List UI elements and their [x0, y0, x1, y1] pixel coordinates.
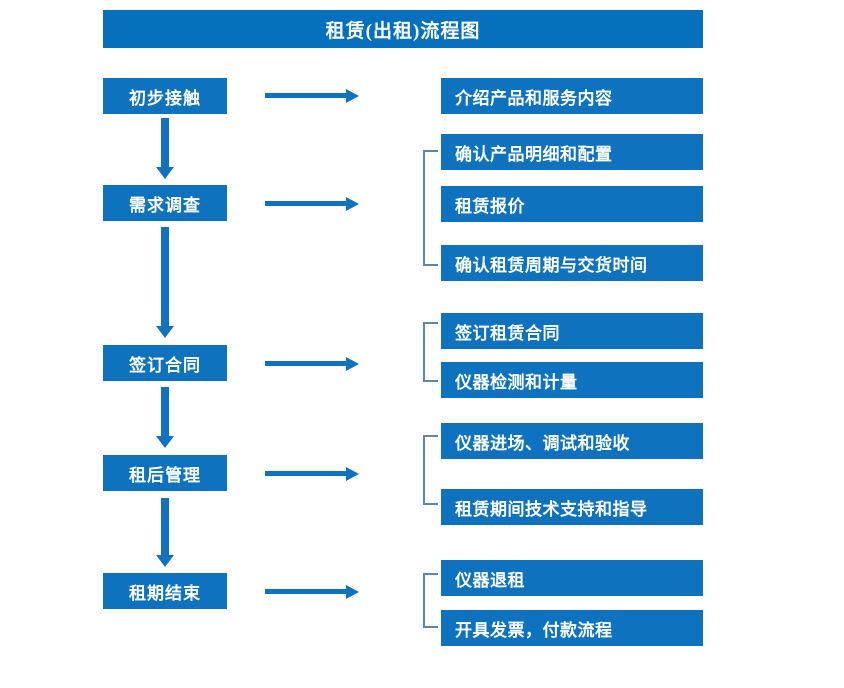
stage-box-3[interactable]: 签订合同	[103, 345, 227, 381]
detail-box-1[interactable]: 介绍产品和服务内容	[441, 78, 703, 114]
detail-box-9[interactable]: 仪器退租	[441, 560, 703, 596]
detail-box-4[interactable]: 确认租赁周期与交货时间	[441, 245, 703, 281]
detail-box-5[interactable]: 签订租赁合同	[441, 313, 703, 349]
stage-box-5[interactable]: 租期结束	[103, 573, 227, 609]
stage-connector-arrow-1-2	[161, 118, 169, 168]
detail-box-8[interactable]: 租赁期间技术支持和指导	[441, 489, 703, 525]
stage-box-2[interactable]: 需求调查	[103, 185, 227, 221]
stage-box-4[interactable]: 租后管理	[103, 455, 227, 491]
stage-connector-arrow-3-4	[161, 387, 169, 437]
detail-box-10[interactable]: 开具发票，付款流程	[441, 610, 703, 646]
stage-to-detail-arrow-4	[265, 471, 347, 476]
page-title: 租赁(出租)流程图	[103, 10, 703, 48]
detail-box-3[interactable]: 租赁报价	[441, 186, 703, 222]
detail-group-bracket-2	[423, 150, 438, 266]
detail-group-bracket-4	[423, 435, 438, 505]
stage-to-detail-arrow-1	[265, 93, 347, 98]
detail-box-7[interactable]: 仪器进场、调试和验收	[441, 423, 703, 459]
stage-to-detail-arrow-2	[265, 201, 347, 206]
stage-box-1[interactable]: 初步接触	[103, 78, 227, 114]
detail-box-6[interactable]: 仪器检测和计量	[441, 362, 703, 398]
detail-group-bracket-5	[423, 573, 438, 628]
stage-to-detail-arrow-5	[265, 589, 347, 594]
detail-box-2[interactable]: 确认产品明细和配置	[441, 134, 703, 170]
stage-connector-arrow-2-3	[161, 227, 169, 327]
stage-to-detail-arrow-3	[265, 361, 347, 366]
stage-connector-arrow-4-5	[161, 498, 169, 556]
detail-group-bracket-3	[423, 322, 438, 382]
